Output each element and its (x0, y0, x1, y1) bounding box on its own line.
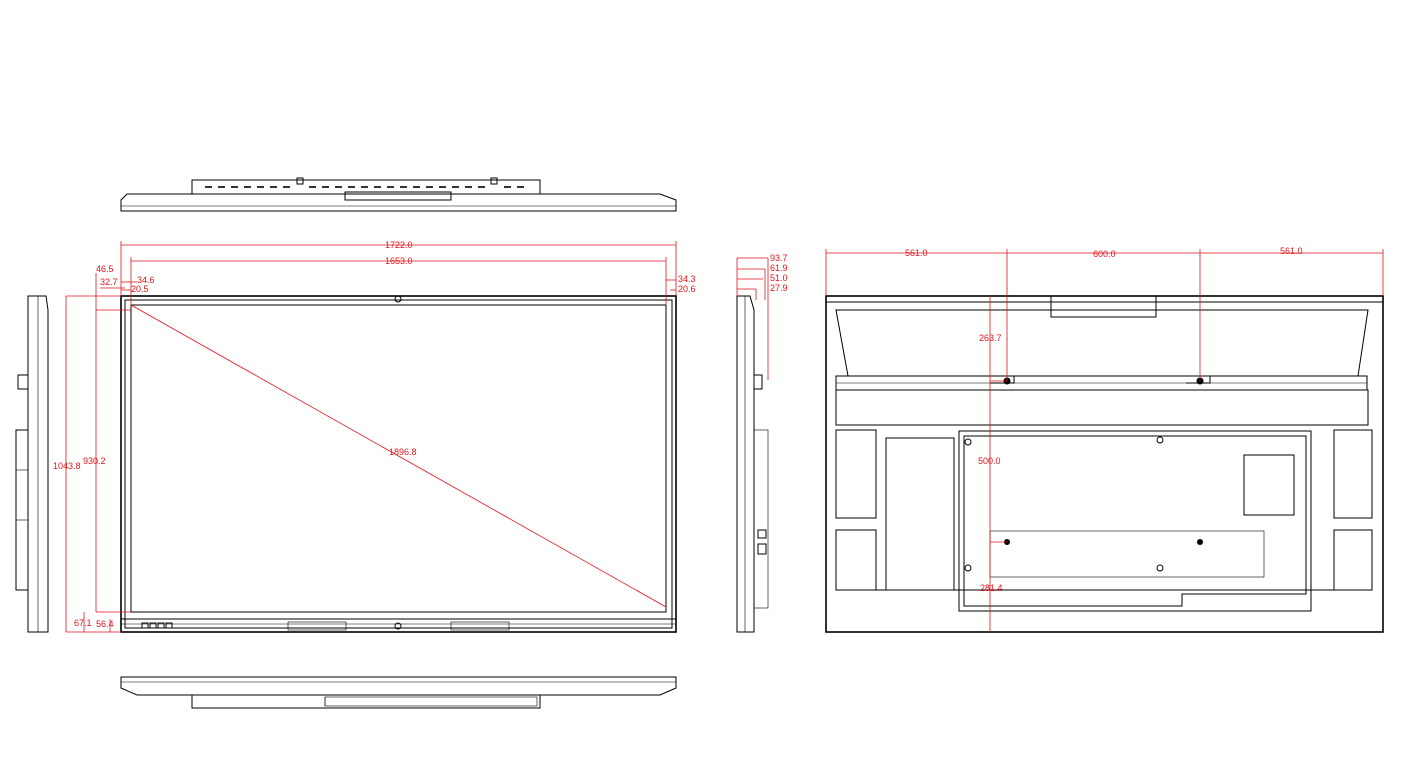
left-bezel-inner-label: 20.5 (131, 284, 149, 294)
right-bezel-inner-label: 20.6 (678, 284, 696, 294)
active-width-label: 1653.0 (385, 256, 413, 266)
left-bezel-outer-label: 34.6 (137, 275, 155, 285)
depth-4-label: 27.9 (770, 283, 788, 293)
diagonal-label: 1896.8 (389, 447, 417, 457)
top-to-mount-label: 263.7 (979, 333, 1002, 343)
depth-3-label: 51.0 (770, 273, 788, 283)
rear-right-margin-label: 561.0 (1280, 246, 1303, 256)
top-bezel-outer-label: 46.5 (96, 264, 114, 274)
rear-left-margin-label: 561.0 (905, 248, 928, 258)
front-buttons (141, 622, 173, 629)
bottom-bezel-outer-label: 67.1 (74, 618, 92, 628)
right-side-view (736, 257, 769, 633)
bottom-to-mount-label: 281.4 (980, 583, 1003, 593)
top-view (120, 177, 677, 212)
left-side-view (15, 295, 49, 633)
vesa-vertical-label: 500.0 (978, 456, 1001, 466)
rear-view (825, 249, 1384, 633)
overall-width-label: 1722.0 (385, 240, 413, 250)
overall-height-label: 1043.8 (53, 461, 81, 471)
top-bezel-mid-label: 32.7 (100, 277, 118, 287)
right-bezel-outer-label: 34.3 (678, 274, 696, 284)
active-height-label: 930.2 (83, 456, 106, 466)
depth-2-label: 61.9 (770, 263, 788, 273)
depth-total-label: 93.7 (770, 253, 788, 263)
vesa-horizontal-label: 600.0 (1093, 249, 1116, 259)
bottom-view (120, 676, 677, 709)
front-view (65, 241, 677, 633)
bottom-bezel-inner-label: 56.4 (96, 619, 114, 629)
